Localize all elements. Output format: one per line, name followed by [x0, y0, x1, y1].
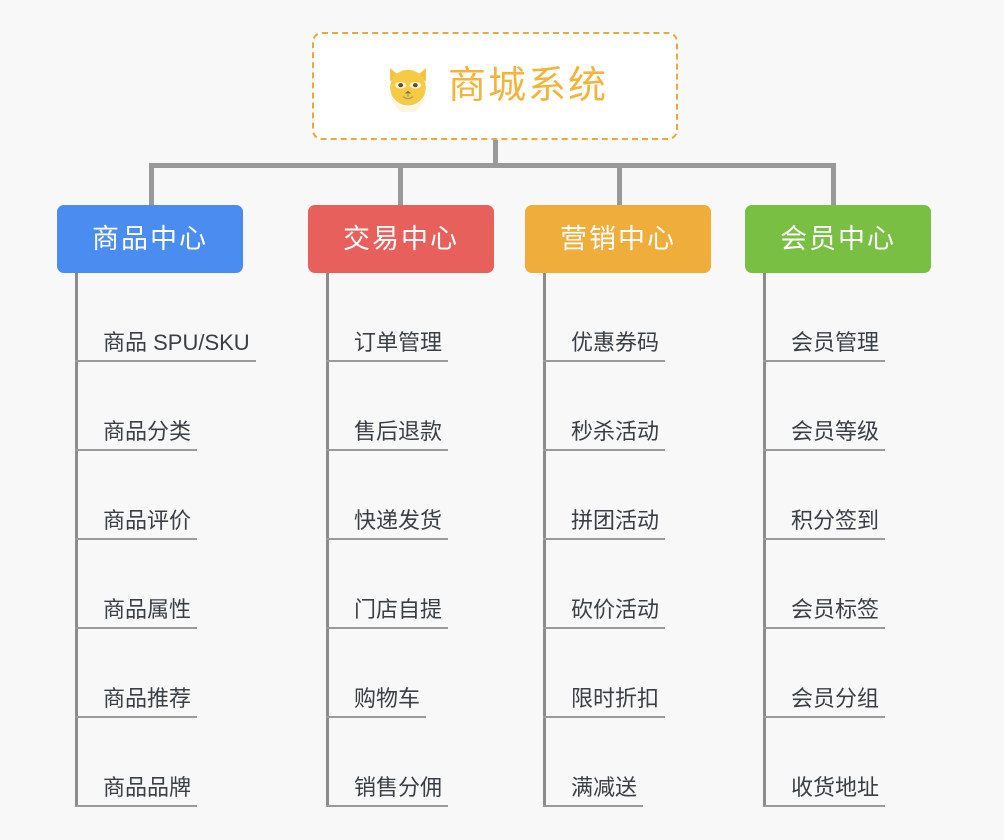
branch-item-label: 满减送 — [543, 777, 644, 807]
branch-item[interactable]: 商品品牌 — [75, 718, 335, 807]
branch-item[interactable]: 门店自提 — [326, 540, 586, 629]
branch-item[interactable]: 售后退款 — [326, 362, 586, 451]
branch-item[interactable]: 收货地址 — [763, 718, 1004, 807]
branch-item[interactable]: 商品属性 — [75, 540, 335, 629]
shiba-dog-face-icon — [382, 60, 434, 112]
branch-item-label: 秒杀活动 — [543, 421, 666, 451]
branch-item[interactable]: 商品评价 — [75, 451, 335, 540]
branch-trade-center: 交易中心订单管理售后退款快递发货门店自提购物车销售分佣 — [308, 205, 494, 807]
branch-item-label: 商品推荐 — [75, 688, 198, 718]
branch-item-label: 商品评价 — [75, 510, 198, 540]
branch-item[interactable]: 优惠券码 — [543, 273, 803, 362]
branch-item[interactable]: 拼团活动 — [543, 451, 803, 540]
connector-root-stem — [493, 140, 498, 166]
branch-member-center: 会员中心会员管理会员等级积分签到会员标签会员分组收货地址 — [745, 205, 931, 807]
branch-item-label: 会员标签 — [763, 599, 886, 629]
branch-item-label: 销售分佣 — [326, 777, 449, 807]
connector-drop-2 — [398, 166, 403, 208]
branch-item[interactable]: 商品推荐 — [75, 629, 335, 718]
branch-item-label: 砍价活动 — [543, 599, 666, 629]
root-node-title: 商城系统 — [447, 65, 608, 107]
branch-item-label: 门店自提 — [326, 599, 449, 629]
branch-item-label: 会员管理 — [763, 332, 886, 362]
category-header-label: 营销中心 — [560, 223, 676, 254]
category-header-label: 会员中心 — [780, 223, 896, 254]
connector-drop-3 — [617, 166, 622, 208]
branch-item[interactable]: 销售分佣 — [326, 718, 586, 807]
branch-item-label: 收货地址 — [763, 777, 886, 807]
branch-item[interactable]: 商品分类 — [75, 362, 335, 451]
branch-item[interactable]: 商品 SPU/SKU — [75, 273, 335, 362]
branch-item-label: 购物车 — [326, 688, 427, 718]
branch-spine — [543, 273, 546, 807]
branch-item[interactable]: 会员标签 — [763, 540, 1004, 629]
connector-bus — [149, 163, 836, 168]
branch-item-list: 商品 SPU/SKU 商品分类商品评价商品属性商品推荐商品品牌 — [75, 273, 335, 807]
branch-item[interactable]: 限时折扣 — [543, 629, 803, 718]
branch-marketing-center: 营销中心优惠券码秒杀活动拼团活动砍价活动限时折扣满减送 — [525, 205, 711, 807]
category-header-marketing-center[interactable]: 营销中心 — [525, 205, 711, 273]
branch-item-label: 限时折扣 — [543, 688, 666, 718]
branch-item-label: 拼团活动 — [543, 510, 666, 540]
category-header-label: 交易中心 — [343, 223, 459, 254]
category-header-trade-center[interactable]: 交易中心 — [308, 205, 494, 273]
branch-product-center: 商品中心商品 SPU/SKU 商品分类商品评价商品属性商品推荐商品品牌 — [57, 205, 256, 807]
branch-item[interactable]: 积分签到 — [763, 451, 1004, 540]
branch-item-label: 售后退款 — [326, 421, 449, 451]
branch-item-label: 商品属性 — [75, 599, 198, 629]
branch-item-list: 优惠券码秒杀活动拼团活动砍价活动限时折扣满减送 — [543, 273, 803, 807]
branch-item-label: 会员等级 — [763, 421, 886, 451]
connector-drop-1 — [149, 166, 154, 208]
branch-item-label: 商品分类 — [75, 421, 198, 451]
branch-item-label: 优惠券码 — [543, 332, 666, 362]
branch-item-label: 快递发货 — [326, 510, 449, 540]
category-header-product-center[interactable]: 商品中心 — [57, 205, 243, 273]
branch-item-label: 订单管理 — [326, 332, 449, 362]
branch-item[interactable]: 会员分组 — [763, 629, 1004, 718]
branch-item[interactable]: 购物车 — [326, 629, 586, 718]
branch-item-label: 商品 SPU/SKU — [75, 332, 256, 362]
branch-item[interactable]: 会员管理 — [763, 273, 1004, 362]
branch-item[interactable]: 砍价活动 — [543, 540, 803, 629]
branch-item[interactable]: 快递发货 — [326, 451, 586, 540]
root-node-mall-system[interactable]: 商城系统 — [312, 32, 678, 140]
category-header-label: 商品中心 — [92, 223, 208, 254]
branch-spine — [763, 273, 766, 807]
branch-spine — [326, 273, 329, 807]
branch-spine — [75, 273, 78, 807]
category-header-member-center[interactable]: 会员中心 — [745, 205, 931, 273]
branch-item-list: 会员管理会员等级积分签到会员标签会员分组收货地址 — [763, 273, 1004, 807]
branch-item[interactable]: 秒杀活动 — [543, 362, 803, 451]
branch-item-label: 商品品牌 — [75, 777, 198, 807]
branch-item-list: 订单管理售后退款快递发货门店自提购物车销售分佣 — [326, 273, 586, 807]
branch-item-label: 会员分组 — [763, 688, 886, 718]
branch-item[interactable]: 订单管理 — [326, 273, 586, 362]
connector-drop-4 — [831, 166, 836, 208]
branch-item[interactable]: 会员等级 — [763, 362, 1004, 451]
branch-item[interactable]: 满减送 — [543, 718, 803, 807]
branch-item-label: 积分签到 — [763, 510, 886, 540]
